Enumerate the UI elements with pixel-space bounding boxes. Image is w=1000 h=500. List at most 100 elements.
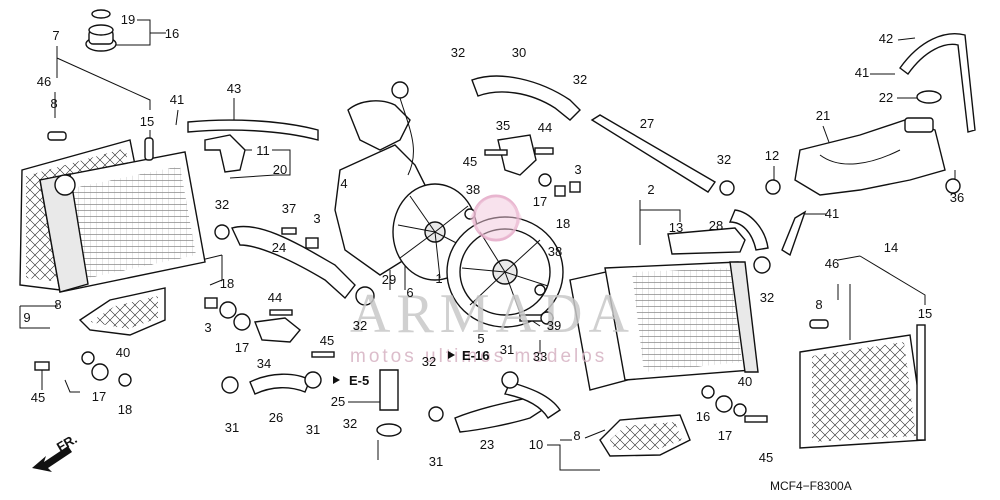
part-label-42: 42 — [879, 31, 893, 46]
part-label-12: 12 — [765, 148, 779, 163]
part-label-38: 38 — [466, 182, 480, 197]
part-label-24: 24 — [272, 240, 286, 255]
mount-rubber-15-right — [916, 324, 926, 441]
siphon-hose-42 — [899, 33, 976, 133]
overflow-hose-43 — [187, 119, 319, 141]
part-label-38: 38 — [548, 244, 562, 259]
reserve-tank-21 — [794, 119, 946, 196]
right-radiator-fins — [632, 268, 742, 372]
grommet-8-right — [809, 319, 829, 329]
part-label-18: 18 — [556, 216, 570, 231]
section-code-e-5: E-5 — [349, 373, 369, 388]
part-label-3: 3 — [574, 162, 581, 177]
part-label-44: 44 — [268, 290, 282, 305]
watermark-brand: ARMADA — [350, 283, 635, 345]
left-radiator — [19, 9, 206, 336]
part-label-17: 17 — [92, 389, 106, 404]
part-label-32: 32 — [451, 45, 465, 60]
part-label-36: 36 — [950, 190, 964, 205]
part-label-40: 40 — [738, 374, 752, 389]
right-hardware — [534, 284, 768, 423]
part-label-32: 32 — [343, 416, 357, 431]
part-label-45: 45 — [320, 333, 334, 348]
clamp-32-right — [719, 180, 735, 196]
section-code-e-16: E-16 — [462, 348, 489, 363]
watermark: ARMADA motos ultimos modelos — [350, 194, 635, 367]
left-radiator-filler-neck — [54, 174, 76, 196]
part-label-11: 11 — [256, 143, 270, 158]
bolt-44 — [534, 147, 554, 155]
part-label-6: 6 — [406, 285, 413, 300]
reserve-tank-neck — [904, 117, 934, 133]
part-label-22: 22 — [879, 90, 893, 105]
part-label-23: 23 — [480, 437, 494, 452]
clip-3 — [569, 181, 581, 193]
hose-bend-23 — [504, 381, 561, 419]
watermark-tagline: motos ultimos modelos — [350, 346, 607, 367]
part-label-31: 31 — [306, 422, 320, 437]
part-label-8: 8 — [573, 428, 580, 443]
reserve-tank — [794, 117, 946, 196]
part-label-44: 44 — [538, 120, 552, 135]
part-label-35: 35 — [496, 118, 510, 133]
part-label-20: 20 — [273, 162, 287, 177]
part-label-32: 32 — [215, 197, 229, 212]
front-direction-indicator: FR. — [32, 431, 80, 472]
part-label-3: 3 — [204, 320, 211, 335]
part-label-13: 13 — [669, 220, 683, 235]
bracket-13 — [667, 227, 746, 255]
right-radiator-side-tank — [729, 261, 759, 373]
bracket-11 — [204, 134, 246, 173]
part-label-41: 41 — [855, 65, 869, 80]
part-label-45: 45 — [31, 390, 45, 405]
part-label-45: 45 — [759, 450, 773, 465]
left-lower-cover-mesh — [90, 296, 158, 329]
front-arrow-icon — [32, 446, 72, 472]
diagram-reference-code: MCF4−F8300A — [770, 479, 852, 493]
part-label-4: 4 — [340, 176, 347, 191]
section-reference-codes: E-16E-5 — [349, 348, 489, 388]
part-label-34: 34 — [257, 356, 271, 371]
part-label-31: 31 — [225, 420, 239, 435]
bolt-45 — [484, 149, 508, 156]
part-label-46: 46 — [825, 256, 839, 271]
part-label-32: 32 — [353, 318, 367, 333]
fan-motor-connector — [347, 100, 411, 151]
pipe-27 — [590, 114, 717, 193]
part-label-15: 15 — [918, 306, 932, 321]
part-label-2: 2 — [647, 182, 654, 197]
mount-pin — [144, 137, 154, 161]
part-label-40: 40 — [116, 345, 130, 360]
part-label-46: 46 — [37, 74, 51, 89]
hose-25 — [379, 369, 399, 411]
hose-26 — [249, 373, 311, 395]
part-label-32: 32 — [422, 354, 436, 369]
part-label-3: 3 — [313, 211, 320, 226]
part-label-8: 8 — [50, 96, 57, 111]
left-radiator-fins — [72, 166, 196, 278]
part-label-41: 41 — [825, 206, 839, 221]
thermostat-housing-35 — [497, 134, 537, 176]
part-label-14: 14 — [884, 240, 898, 255]
right-lower-cover-mesh — [610, 422, 682, 450]
part-label-17: 17 — [235, 340, 249, 355]
part-label-8: 8 — [815, 297, 822, 312]
grommet — [47, 131, 67, 141]
part-label-15: 15 — [140, 114, 154, 129]
part-label-10: 10 — [529, 437, 543, 452]
front-label: FR. — [54, 431, 80, 454]
part-label-9: 9 — [23, 310, 30, 325]
right-radiator — [569, 261, 759, 391]
part-label-39: 39 — [547, 318, 561, 333]
clamp-32-bottom — [376, 423, 402, 437]
part-label-8: 8 — [54, 297, 61, 312]
part-label-28: 28 — [709, 218, 723, 233]
collar-18 — [554, 185, 566, 197]
part-label-41: 41 — [170, 92, 184, 107]
radiator-cap — [85, 24, 117, 52]
part-label-17: 17 — [718, 428, 732, 443]
e5-arrow-icon — [333, 376, 340, 384]
part-label-21: 21 — [816, 108, 830, 123]
e16-arrow-icon — [448, 351, 455, 359]
